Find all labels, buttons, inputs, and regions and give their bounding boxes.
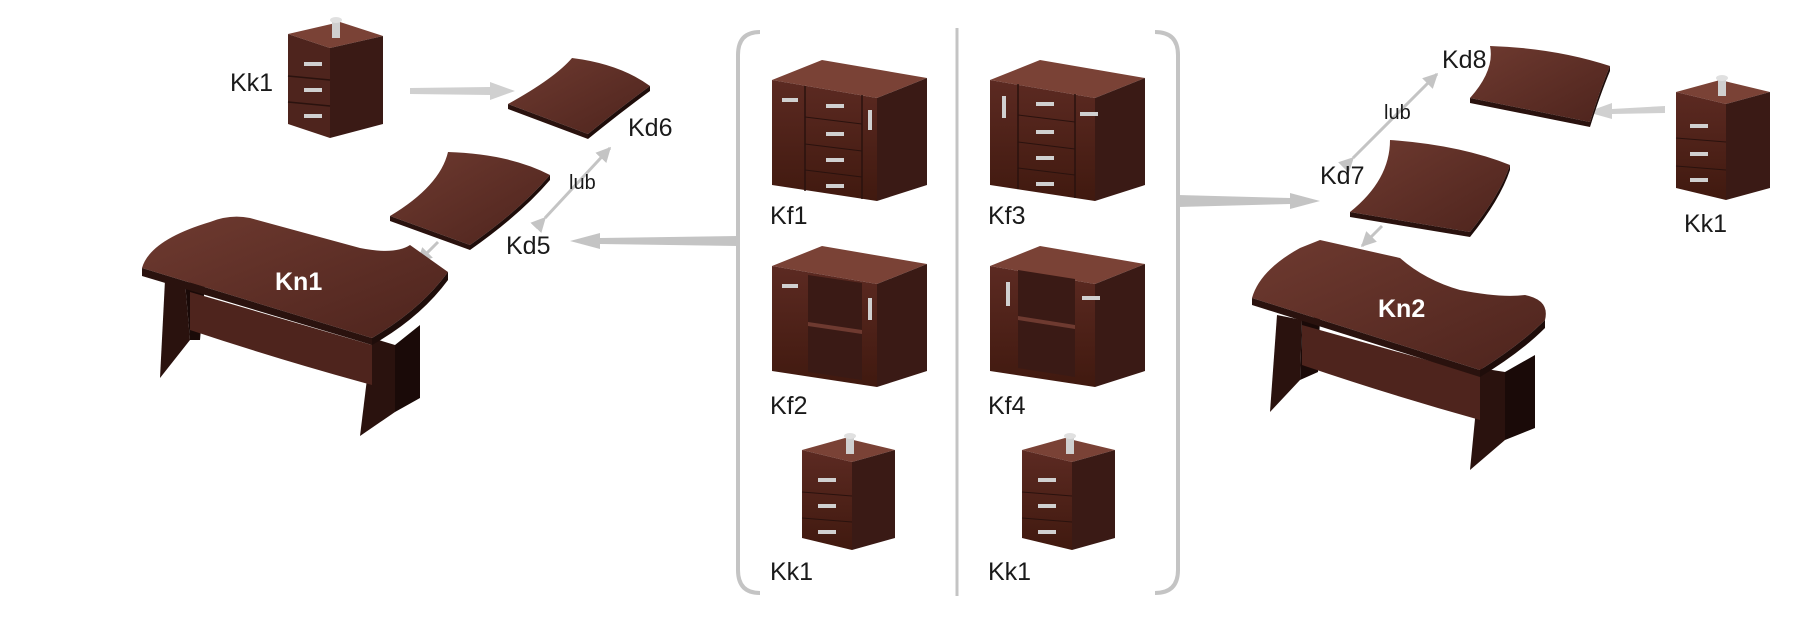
lub-right-arrow [1338, 72, 1439, 173]
label-kd6: Kd6 [628, 114, 673, 142]
label-kf3: Kf3 [988, 202, 1026, 230]
label-lub-left: lub [569, 172, 596, 194]
label-kk1-top-left: Kk1 [230, 69, 274, 97]
label-kn2: Kn2 [1378, 295, 1426, 323]
label-kf2: Kf2 [770, 392, 808, 420]
label-kf1: Kf1 [770, 202, 808, 230]
pedestal-kk1-right [1675, 75, 1770, 200]
cabinet-kf1 [772, 60, 927, 201]
label-kn1: Kn1 [275, 268, 323, 296]
label-kk1-right: Kk1 [1684, 210, 1728, 238]
label-kk1-center-right: Kk1 [988, 558, 1032, 586]
pedestal-kk1-top-left [287, 17, 383, 138]
lub-left-arrow [530, 146, 612, 233]
label-lub-right: lub [1384, 102, 1411, 124]
arrow-to-kd5 [570, 233, 738, 249]
desk-kn2 [1252, 240, 1546, 470]
left-bracket [736, 30, 761, 595]
label-kd8: Kd8 [1442, 46, 1487, 74]
arrow-kd7-to-kn2 [1360, 224, 1384, 248]
pedestal-kk1-center-right [1021, 433, 1115, 550]
cabinet-kf4 [990, 246, 1145, 387]
arrow-kk1-to-kd8 [1587, 103, 1665, 119]
label-kd5: Kd5 [506, 232, 551, 260]
arrow-kk1-to-kd6 [410, 82, 515, 100]
desktop-extension-kd6 [508, 58, 650, 139]
desk-kn1 [142, 216, 448, 436]
arrow-to-kd7 [1178, 193, 1320, 209]
label-kf4: Kf4 [988, 392, 1026, 420]
cabinet-kf2 [772, 246, 927, 387]
label-kk1-center-left: Kk1 [770, 558, 814, 586]
label-kd7: Kd7 [1320, 162, 1365, 190]
pedestal-kk1-center-left [801, 433, 895, 550]
desktop-extension-kd5 [390, 152, 550, 250]
right-bracket [1154, 30, 1180, 595]
cabinet-kf3 [990, 60, 1145, 201]
desktop-extension-kd8 [1470, 46, 1610, 127]
desktop-extension-kd7 [1350, 140, 1510, 237]
